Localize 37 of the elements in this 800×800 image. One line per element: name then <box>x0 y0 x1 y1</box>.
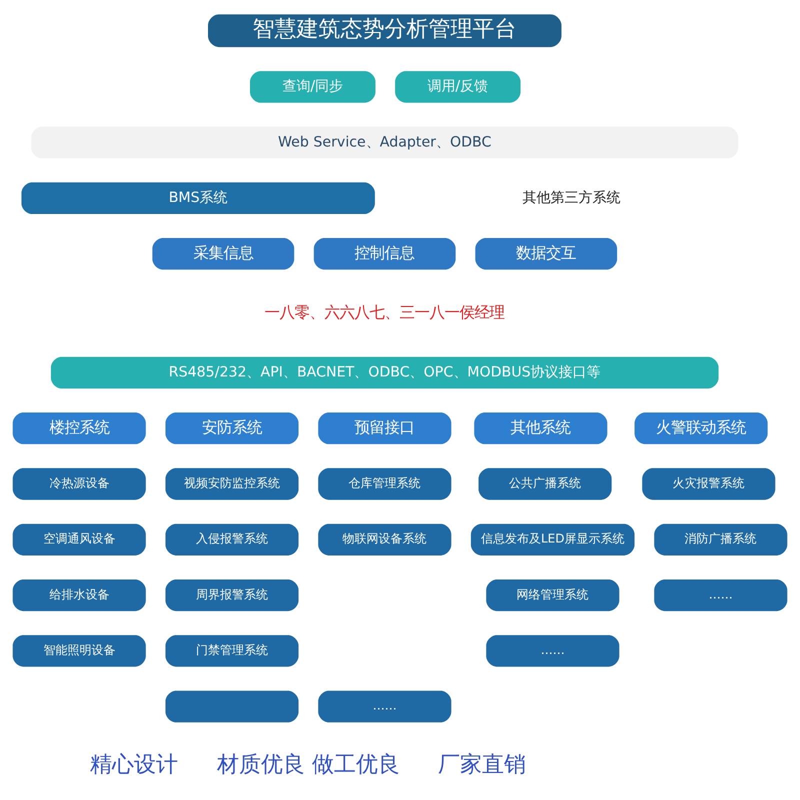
node-box: 调用/反馈 <box>395 71 521 103</box>
node-box: 智慧建筑态势分析管理平台 <box>208 14 562 48</box>
node-box: 安防系统 <box>165 412 299 444</box>
node-box: BMS系统 <box>21 182 375 214</box>
node-box: …… <box>318 690 452 722</box>
node-box: 物联网设备系统 <box>318 524 452 556</box>
node-box: 仓库管理系统 <box>318 468 452 500</box>
node-box: 查询/同步 <box>250 71 376 103</box>
label: 材质优良 做工优良 <box>216 752 400 778</box>
label: 厂家直销 <box>438 752 526 778</box>
node-box <box>165 690 299 722</box>
node-box: 智能照明设备 <box>12 635 146 667</box>
node-box: RS485/232、API、BACNET、ODBC、OPC、MODBUS协议接口等 <box>50 356 719 389</box>
label: 一八零、六六八七、三一八一侯经理 <box>264 303 505 322</box>
node-box: 其他系统 <box>474 412 608 444</box>
node-box: 周界报警系统 <box>165 579 299 612</box>
node-box: 楼控系统 <box>12 412 146 444</box>
node-box: 采集信息 <box>152 238 294 270</box>
node-box: 入侵报警系统 <box>165 524 299 556</box>
node-text: 其他第三方系统 <box>522 190 620 206</box>
node-box: 信息发布及LED屏显示系统 <box>470 524 635 556</box>
node-box: 冷热源设备 <box>12 468 146 500</box>
node-box: 数据交互 <box>475 238 618 270</box>
node-box: 门禁管理系统 <box>165 635 299 667</box>
node-box: …… <box>486 635 620 667</box>
node-box: 火灾报警系统 <box>642 468 776 500</box>
node-box: 预留接口 <box>318 412 452 444</box>
node-box: 空调通风设备 <box>12 524 146 556</box>
node-box: 网络管理系统 <box>486 579 620 612</box>
node-box: 控制信息 <box>314 238 456 270</box>
node-box: 火警联动系统 <box>634 412 768 444</box>
node-box: 消防广播系统 <box>654 524 788 556</box>
node-box: …… <box>654 579 788 612</box>
node-box: 公共广播系统 <box>478 468 612 500</box>
node-box: 视频安防监控系统 <box>165 468 299 500</box>
node-box: 给排水设备 <box>12 579 146 612</box>
label: 精心设计 <box>90 752 178 778</box>
